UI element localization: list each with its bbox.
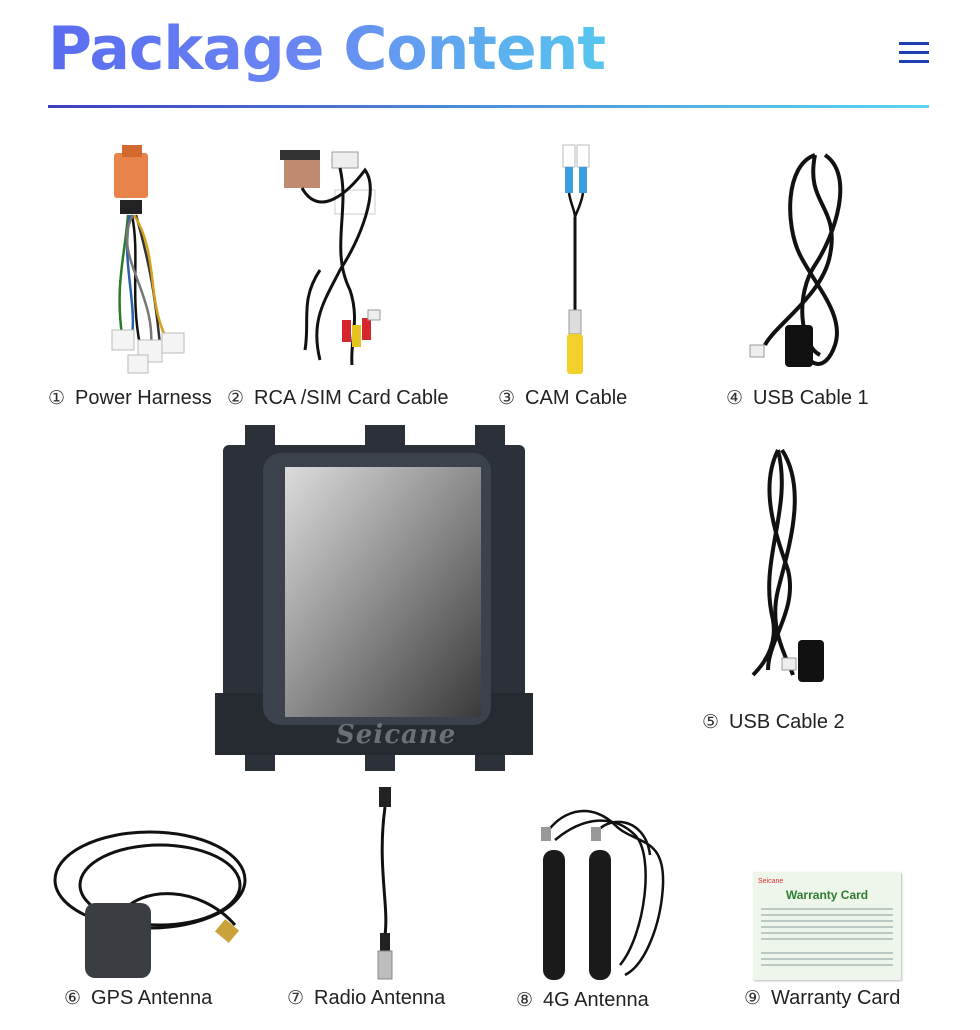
title-divider <box>48 105 929 108</box>
warranty-card-image: Seicane Warranty Card <box>753 872 901 980</box>
cam-cable-image <box>562 144 590 374</box>
rca-sim-cable-image <box>280 150 381 366</box>
hamburger-menu-icon[interactable] <box>899 42 929 66</box>
power-harness-image <box>111 145 185 374</box>
page-title: Package Content <box>48 14 606 84</box>
radio-head-unit-image <box>215 425 533 771</box>
gps-antenna-image <box>53 830 247 978</box>
warranty-card-title: Warranty Card <box>785 888 869 902</box>
4g-antenna-image <box>541 809 665 980</box>
usb-cable-1-image <box>749 153 843 367</box>
usb-cable-2-image <box>751 448 824 682</box>
radio-brand-logo: Seicane <box>336 720 457 750</box>
warranty-card-brand: Seicane <box>758 878 784 885</box>
radio-antenna-image <box>377 787 393 980</box>
